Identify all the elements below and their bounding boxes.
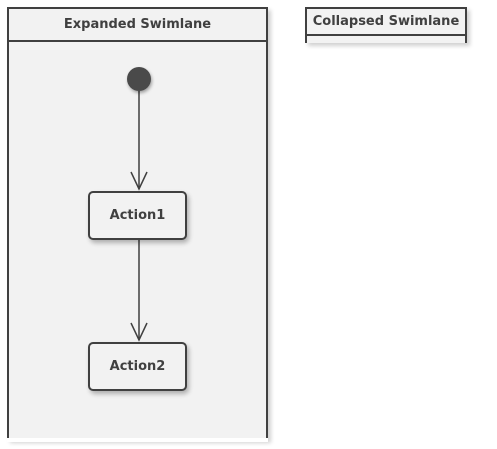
swimlane-bottom-edge — [7, 438, 268, 442]
collapsed-swimlane[interactable]: Collapsed Swimlane — [305, 7, 467, 43]
collapsed-swimlane-header[interactable]: Collapsed Swimlane — [307, 9, 465, 36]
action-node-action2[interactable]: Action2 — [88, 342, 187, 391]
expanded-swimlane-title: Expanded Swimlane — [63, 17, 212, 32]
action-node-action1[interactable]: Action1 — [88, 191, 187, 240]
collapsed-swimlane-title: Collapsed Swimlane — [312, 14, 460, 29]
action-label: Action1 — [109, 208, 166, 223]
action-label: Action2 — [109, 359, 166, 374]
initial-node[interactable] — [127, 67, 151, 91]
expanded-swimlane-header[interactable]: Expanded Swimlane — [9, 9, 266, 42]
